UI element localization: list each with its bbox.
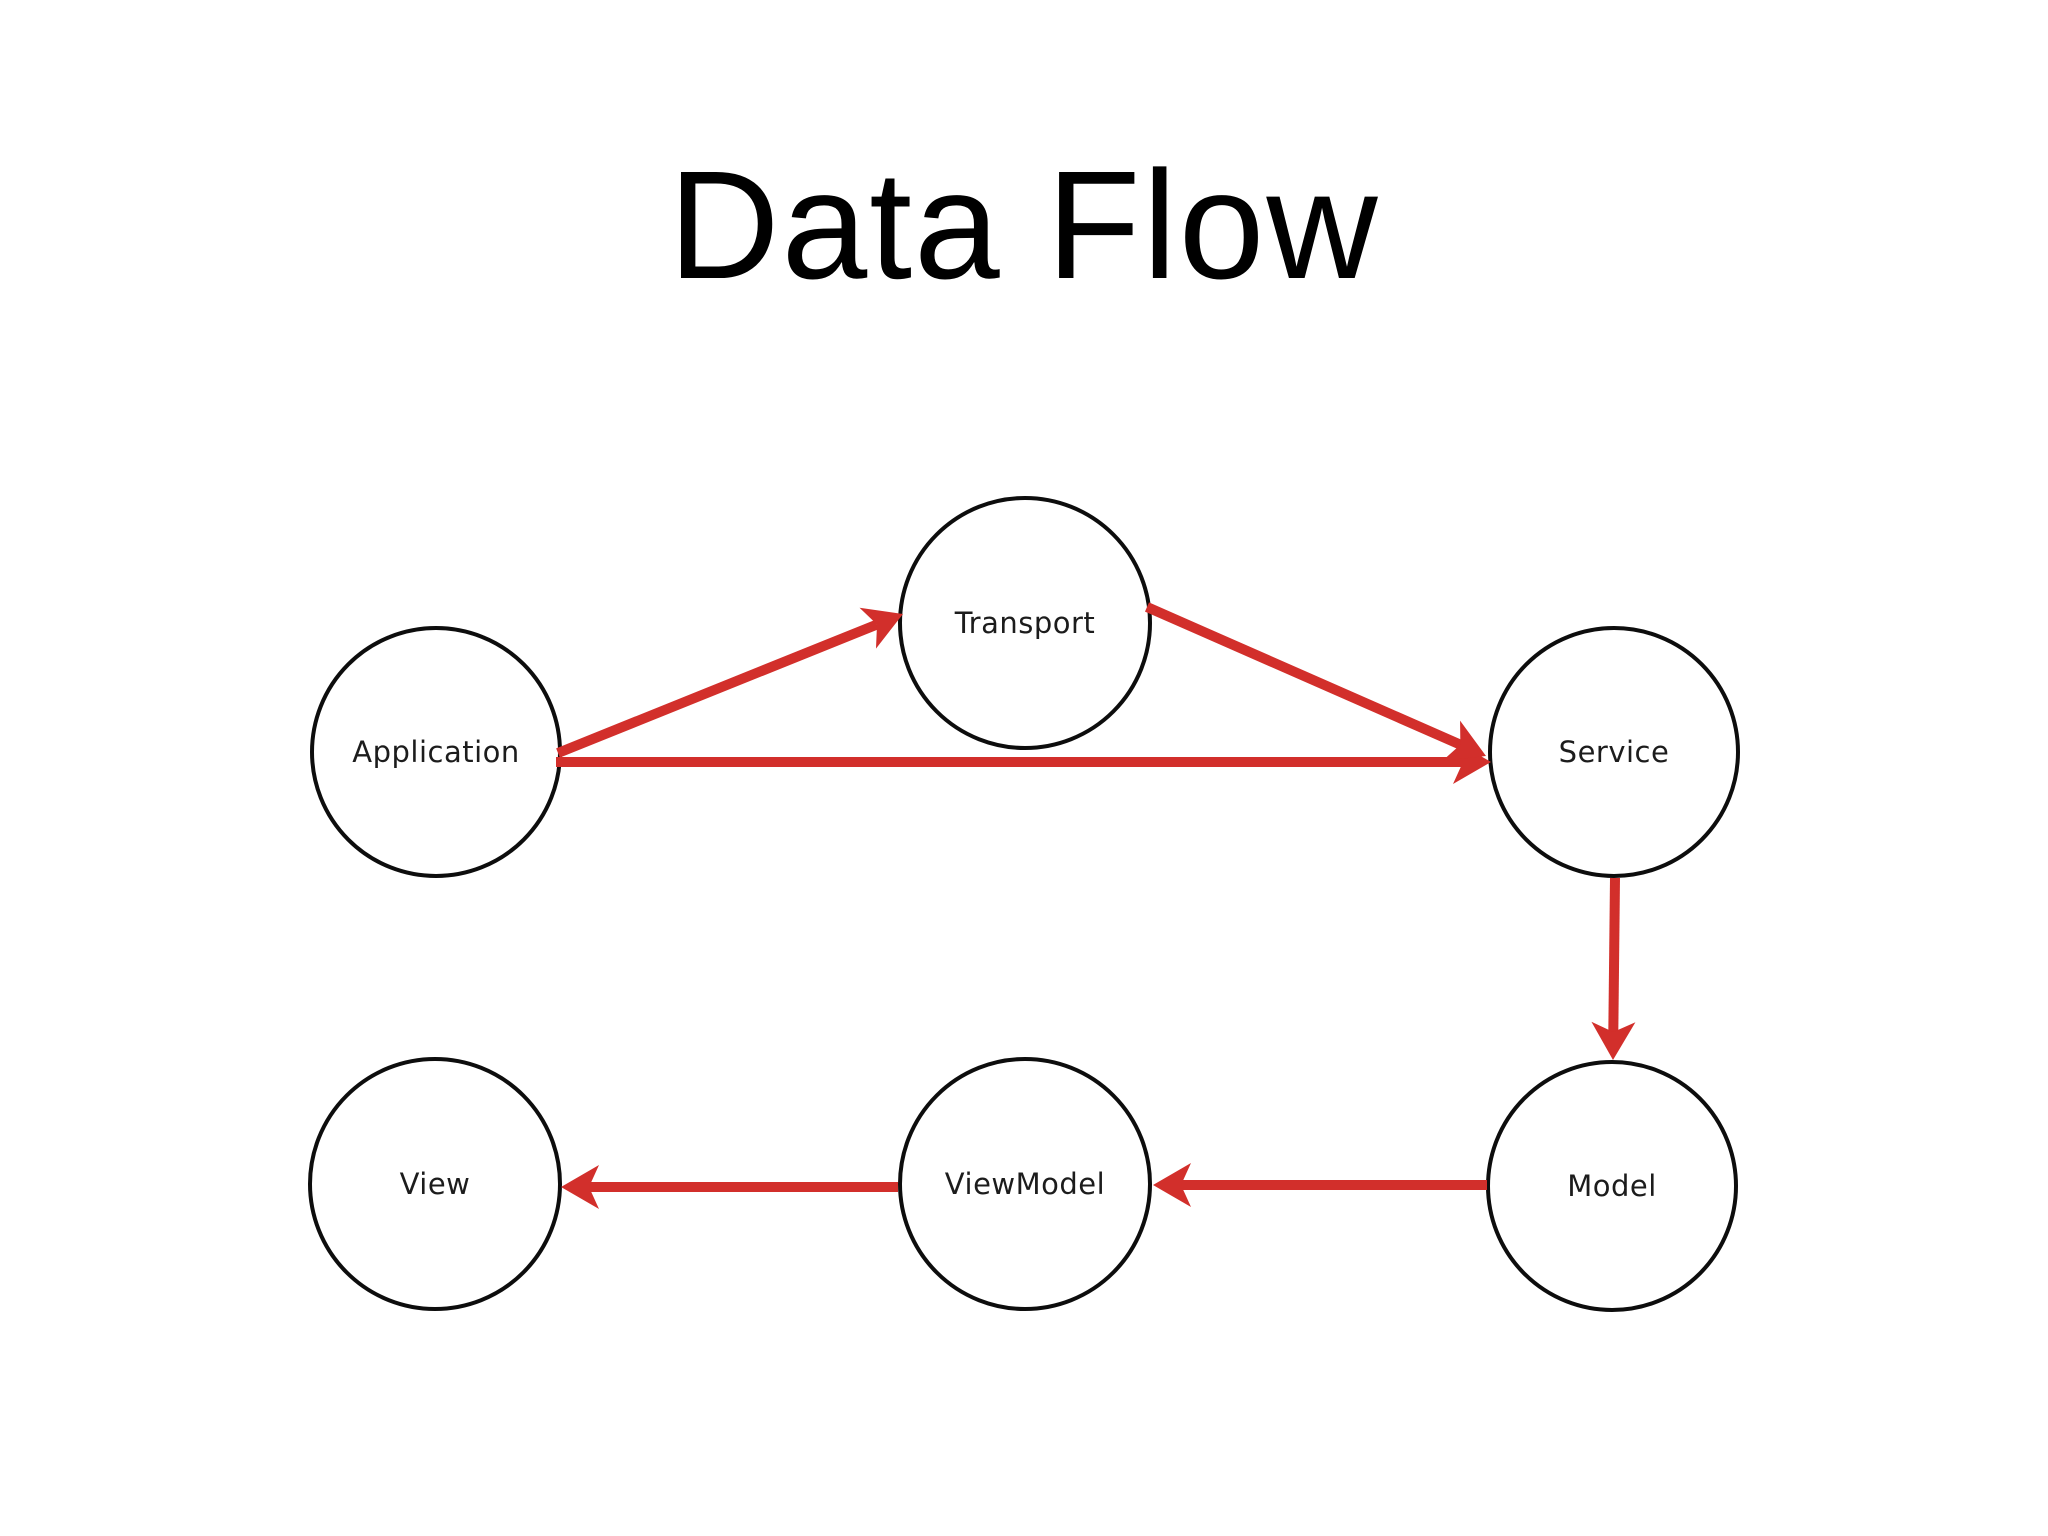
edge-arrowhead-model-viewmodel <box>1153 1163 1191 1207</box>
edge-application-transport <box>556 619 879 758</box>
edge-arrowhead-transport-service <box>1442 720 1486 761</box>
node-circle-viewmodel <box>898 1057 1152 1311</box>
node-label-view: View <box>399 1167 471 1201</box>
node-label-model: Model <box>1567 1169 1657 1203</box>
node-label-viewmodel: ViewModel <box>944 1167 1106 1201</box>
node-label-transport: Transport <box>954 606 1096 640</box>
node-label-service: Service <box>1558 735 1670 769</box>
node-circle-model <box>1486 1060 1738 1312</box>
edge-service-model <box>1608 877 1620 1033</box>
node-circle-transport <box>898 496 1152 750</box>
edge-transport-service <box>1144 602 1463 750</box>
edge-arrowhead-application-transport <box>859 607 903 649</box>
node-label-application: Application <box>352 735 520 769</box>
page-title: Data Flow <box>668 139 1380 311</box>
node-circle-service <box>1488 626 1740 878</box>
edge-arrowhead-viewmodel-view <box>561 1165 599 1209</box>
node-circle-view <box>308 1057 562 1311</box>
edge-arrowhead-service-model <box>1591 1021 1636 1060</box>
